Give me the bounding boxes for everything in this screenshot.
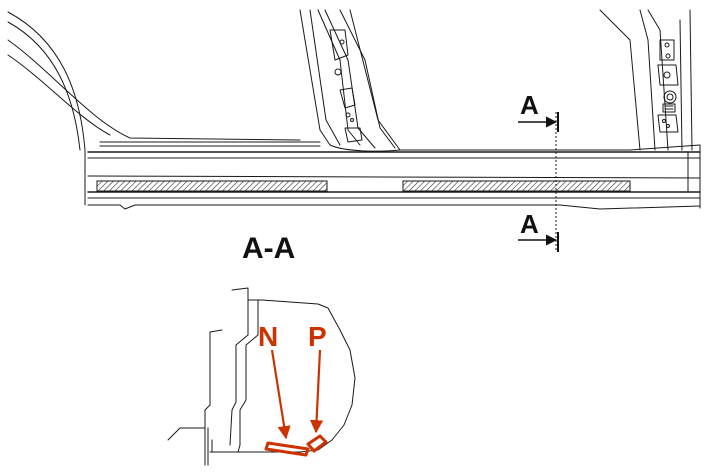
callout-label-n: N — [258, 321, 278, 352]
b-pillar — [299, 9, 401, 152]
vehicle-side-view — [7, 9, 701, 210]
callout-label-p: P — [308, 321, 327, 352]
wheel-arch-inner — [7, 21, 81, 151]
section-cut-line — [518, 112, 559, 252]
section-marker-top: A — [520, 90, 539, 120]
quarter-panel-curve-inner — [7, 54, 111, 136]
wheel-arch-outline — [7, 11, 86, 206]
hatched-zone-front — [402, 180, 631, 192]
section-marker-bottom: A — [520, 209, 539, 239]
section-title: A-A — [242, 232, 295, 265]
sill-inner-panel-2 — [229, 299, 249, 446]
callout-arrow-n — [270, 349, 291, 440]
repair-piece-p — [306, 434, 328, 453]
floor-flange — [167, 427, 206, 466]
repair-piece-n — [264, 441, 310, 457]
sill-reinforcement — [204, 329, 223, 431]
quarter-panel-curve — [7, 39, 301, 141]
hatched-zone-rear — [96, 180, 328, 192]
section-view — [167, 287, 356, 466]
callout-arrow-p — [309, 349, 324, 434]
sill-inner-panel — [237, 299, 259, 453]
sill-outer-profile — [209, 287, 356, 453]
rocker-panel — [87, 144, 701, 210]
a-pillar — [399, 9, 701, 151]
